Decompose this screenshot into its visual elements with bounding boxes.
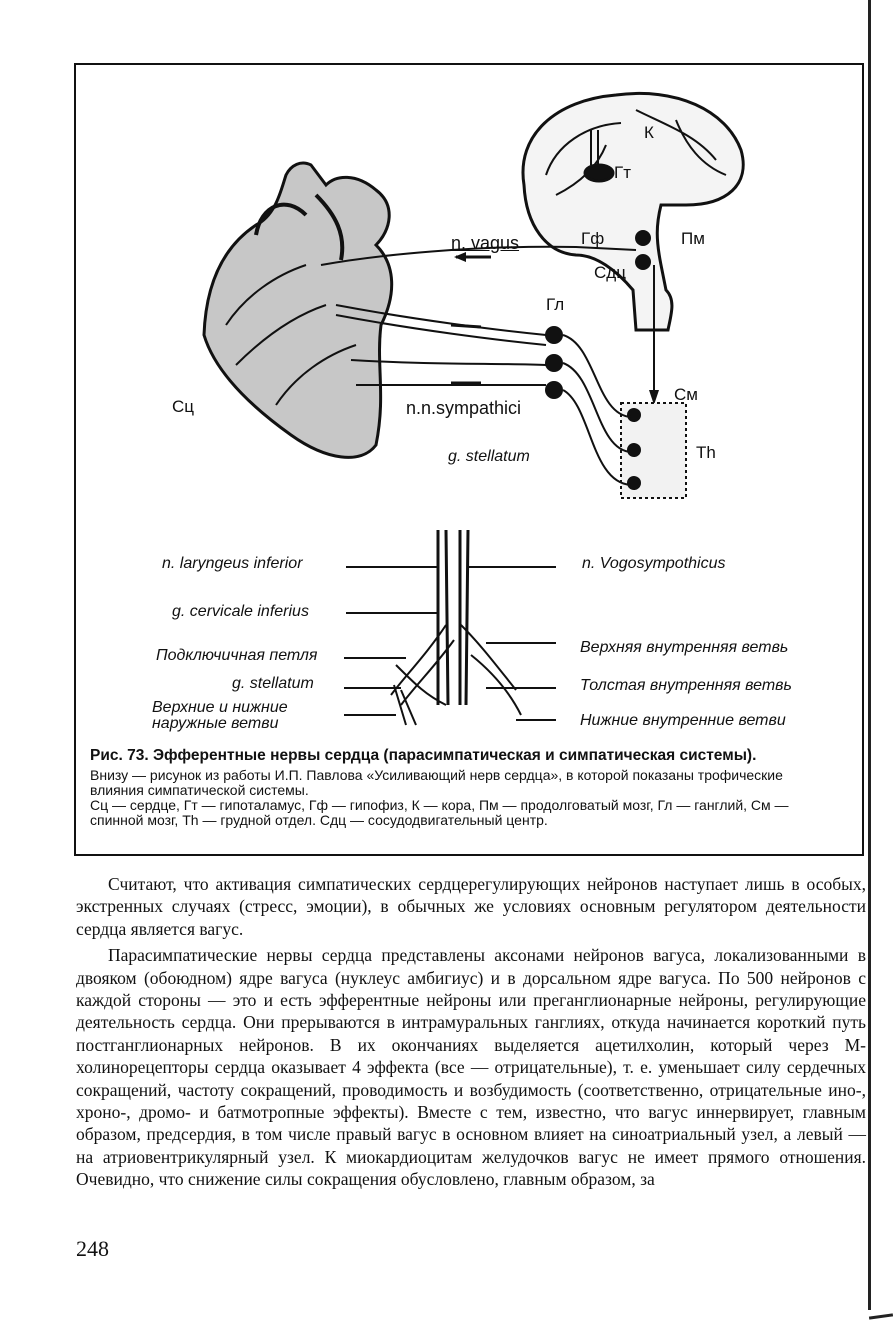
pavlov-nerve-drawing	[344, 530, 556, 725]
page-edge-line	[868, 0, 871, 1310]
label-n-vagus: n. vagus	[451, 233, 519, 254]
label-gt: Гт	[614, 163, 631, 183]
paragraph-2: Парасимпатические нервы сердца представл…	[76, 944, 866, 1190]
paragraph-1: Считают, что активация симпатических сер…	[76, 873, 866, 940]
label-podklyuch-petlya: Подключичная петля	[156, 647, 317, 665]
page-number: 248	[76, 1236, 109, 1262]
label-laryngeus-inferior: n. laryngeus inferior	[162, 555, 303, 573]
ganglion-1	[545, 326, 563, 344]
caption-line-2: Сц — сердце, Гт — гипоталамус, Гф — гипо…	[90, 798, 835, 828]
label-k: К	[644, 123, 654, 143]
figure-frame: К Гт Гф Пм Сдц n. vagus Гл См Th Сц n.n.…	[74, 63, 864, 856]
label-sts: Сц	[172, 397, 194, 417]
ganglion-3	[545, 381, 563, 399]
label-lower-inner-branches: Нижние внутренние ветви	[580, 712, 786, 730]
label-cervicale-inferius: g. cervicale inferius	[172, 603, 309, 621]
label-vagosympathicus: n. Vogosympothicus	[582, 555, 725, 573]
pituitary-node	[635, 230, 651, 246]
label-upper-inner-branch: Верхняя внутренняя ветвь	[580, 639, 788, 657]
page-corner-mark	[869, 1313, 893, 1319]
label-g-stellatum-top: g. stellatum	[448, 448, 530, 466]
figure-caption: Рис. 73. Эфферентные нервы сердца (парас…	[90, 748, 835, 828]
label-gl: Гл	[546, 295, 564, 315]
label-sdts: Сдц	[594, 263, 626, 283]
medulla-node	[635, 254, 651, 270]
label-sm: См	[674, 385, 698, 405]
caption-title: Рис. 73. Эфферентные нервы сердца (парас…	[90, 748, 835, 764]
label-outer-branches-2: наружные ветви	[152, 715, 278, 733]
label-th: Th	[696, 443, 716, 463]
label-g-stellatum: g. stellatum	[232, 675, 314, 693]
ganglion-2	[545, 354, 563, 372]
label-pm: Пм	[681, 229, 705, 249]
body-text: Считают, что активация симпатических сер…	[76, 873, 866, 1195]
caption-line-1: Внизу — рисунок из работы И.П. Павлова «…	[90, 768, 835, 798]
label-gf: Гф	[581, 229, 604, 249]
label-nn-sympathici: n.n.sympathici	[406, 398, 521, 419]
label-thick-inner-branch: Толстая внутренняя ветвь	[580, 677, 792, 695]
